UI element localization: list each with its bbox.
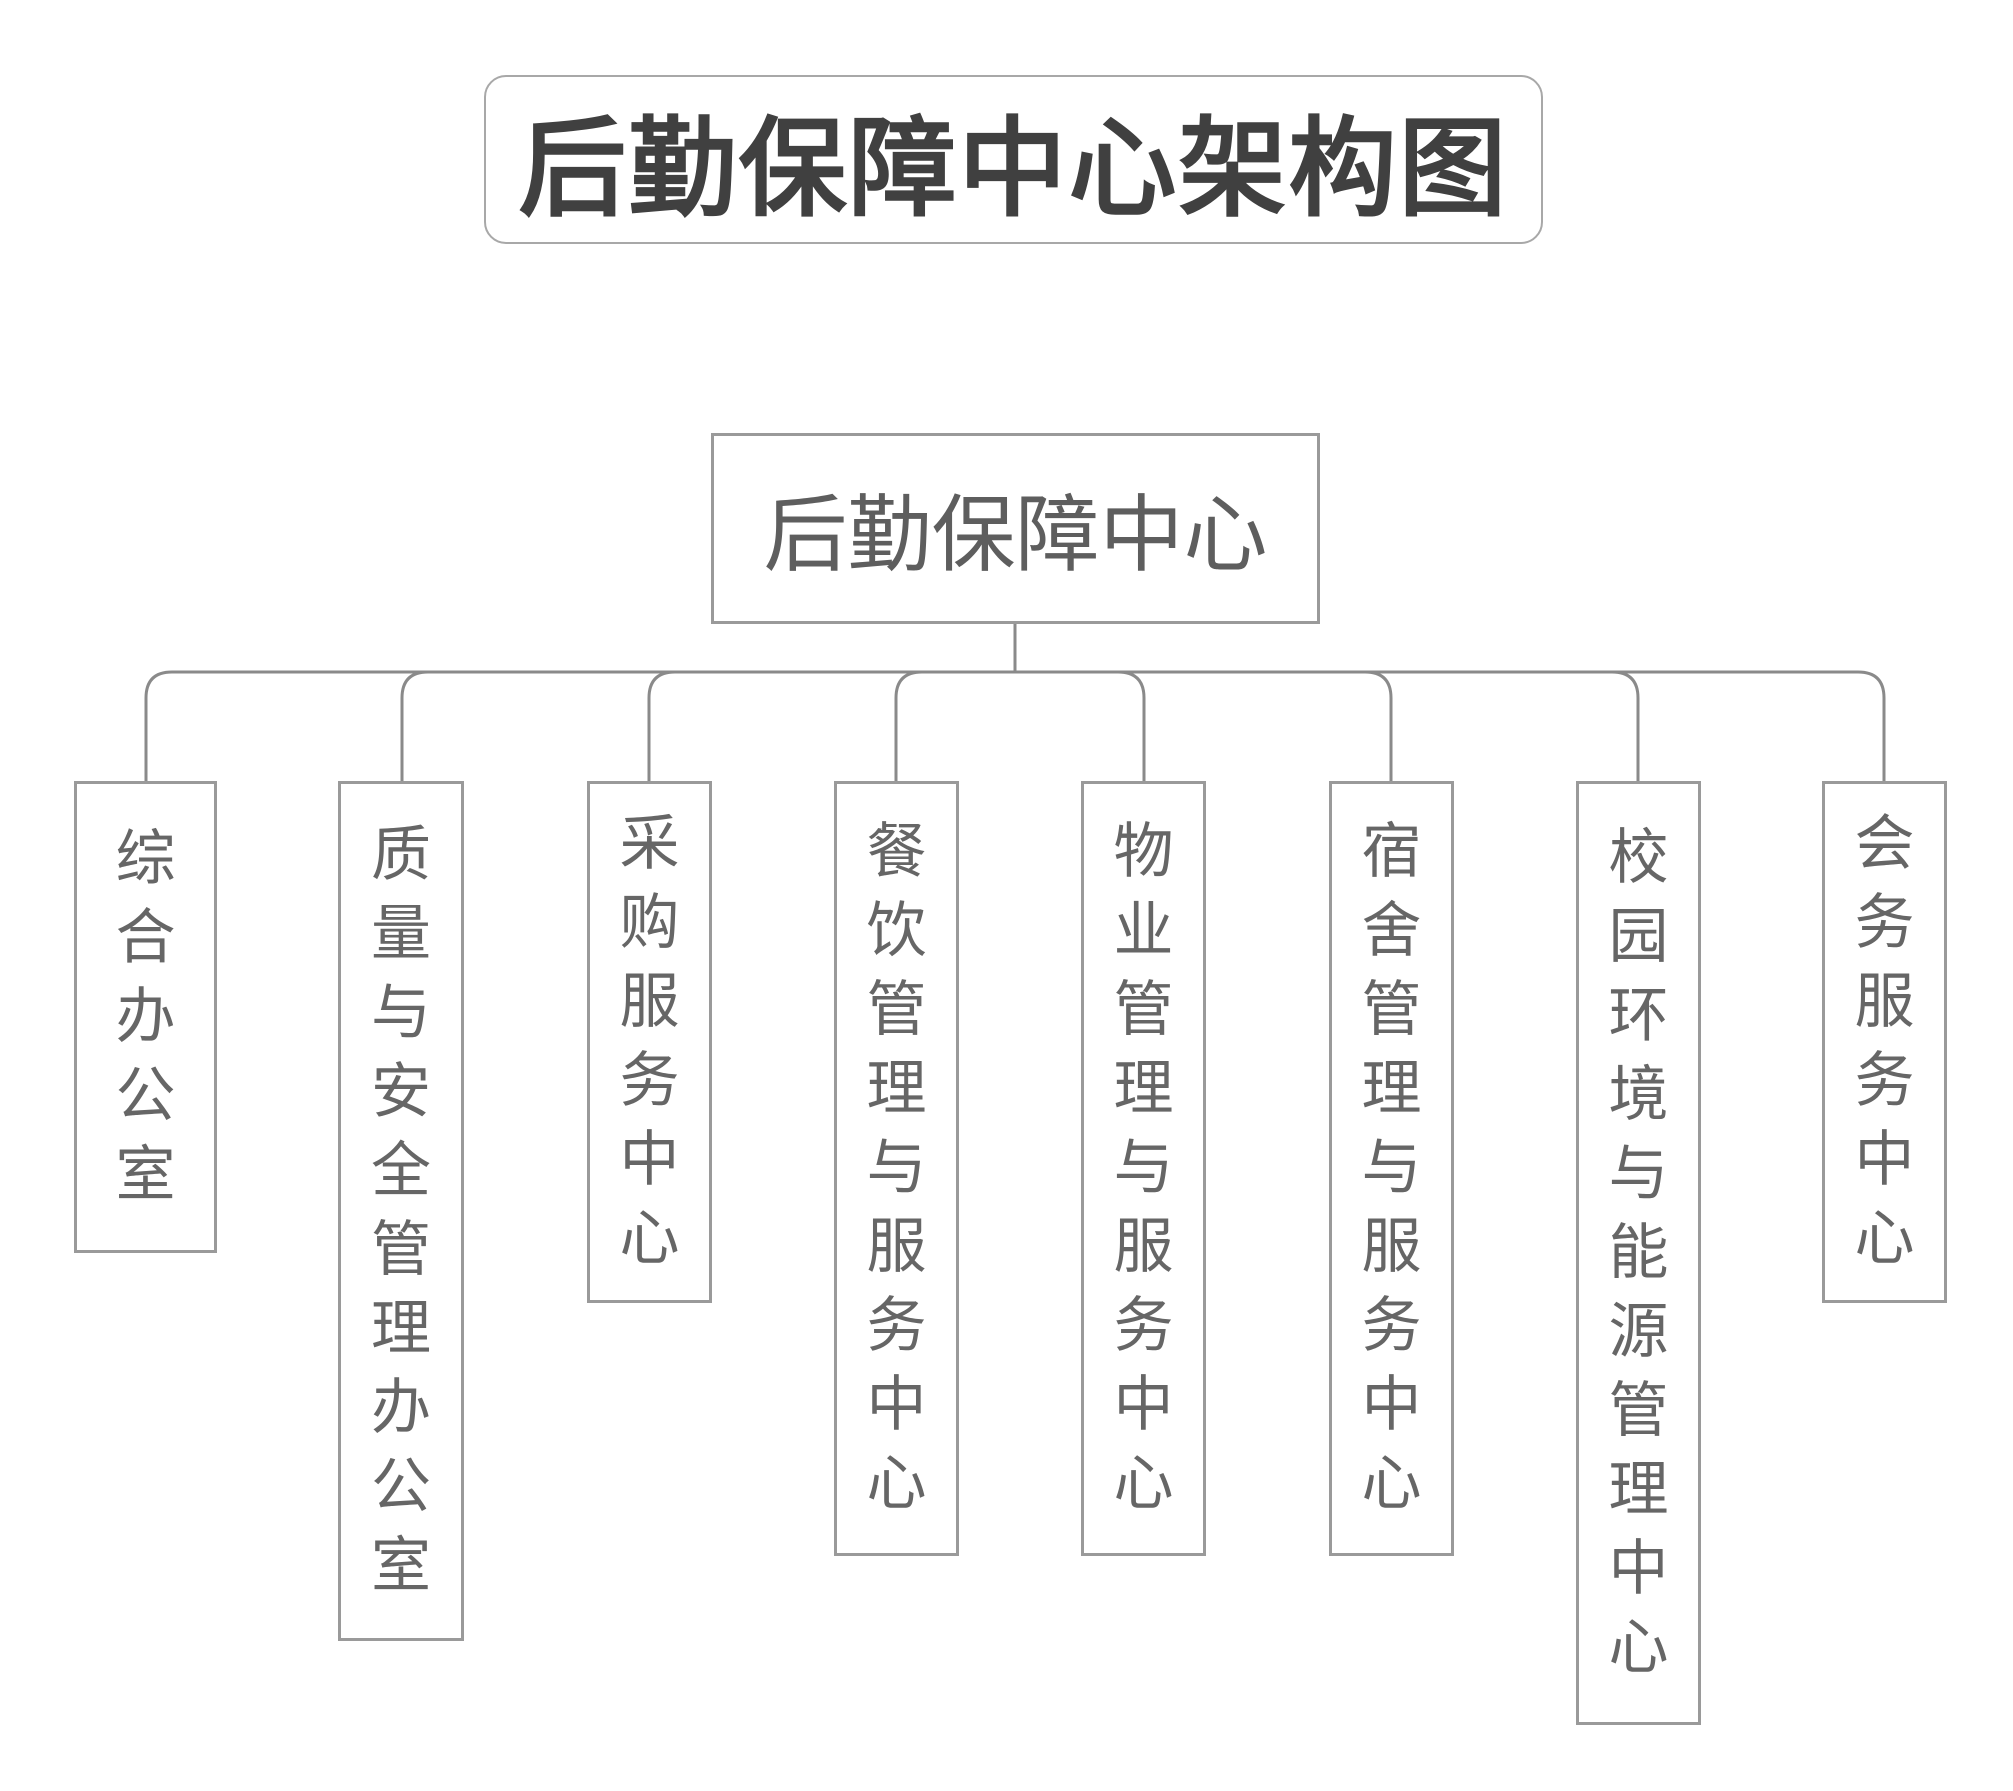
child-node-label: 综合办公室	[115, 823, 176, 1210]
child-node-label: 采购服务中心	[619, 809, 680, 1274]
diagram-title-box: 后勤保障中心架构图	[484, 75, 1543, 244]
child-node: 综合办公室	[74, 781, 217, 1253]
root-node: 后勤保障中心	[711, 433, 1320, 624]
child-node: 宿舍管理与服务中心	[1329, 781, 1454, 1556]
child-node-label: 校园环境与能源管理中心	[1608, 822, 1669, 1683]
child-connector	[144, 670, 1015, 781]
child-connector	[1015, 670, 1640, 781]
child-node: 物业管理与服务中心	[1081, 781, 1206, 1556]
child-connector	[647, 670, 1015, 781]
child-connector	[1015, 670, 1146, 781]
child-node: 会务服务中心	[1822, 781, 1947, 1303]
child-node-label: 会务服务中心	[1854, 809, 1915, 1274]
child-node: 采购服务中心	[587, 781, 712, 1303]
child-connector	[1015, 670, 1393, 781]
child-node-label: 质量与安全管理办公室	[371, 820, 431, 1601]
child-node-label: 宿舍管理与服务中心	[1361, 817, 1422, 1519]
child-node-label: 餐饮管理与服务中心	[866, 817, 927, 1519]
child-node: 校园环境与能源管理中心	[1576, 781, 1701, 1725]
child-connector	[894, 670, 1015, 781]
diagram-title: 后勤保障中心架构图	[518, 106, 1509, 232]
child-connector	[400, 670, 1015, 781]
child-connector	[1015, 670, 1886, 781]
child-node: 质量与安全管理办公室	[338, 781, 464, 1641]
child-node: 餐饮管理与服务中心	[834, 781, 959, 1556]
root-node-label: 后勤保障中心	[763, 486, 1268, 584]
child-node-label: 物业管理与服务中心	[1113, 817, 1174, 1519]
